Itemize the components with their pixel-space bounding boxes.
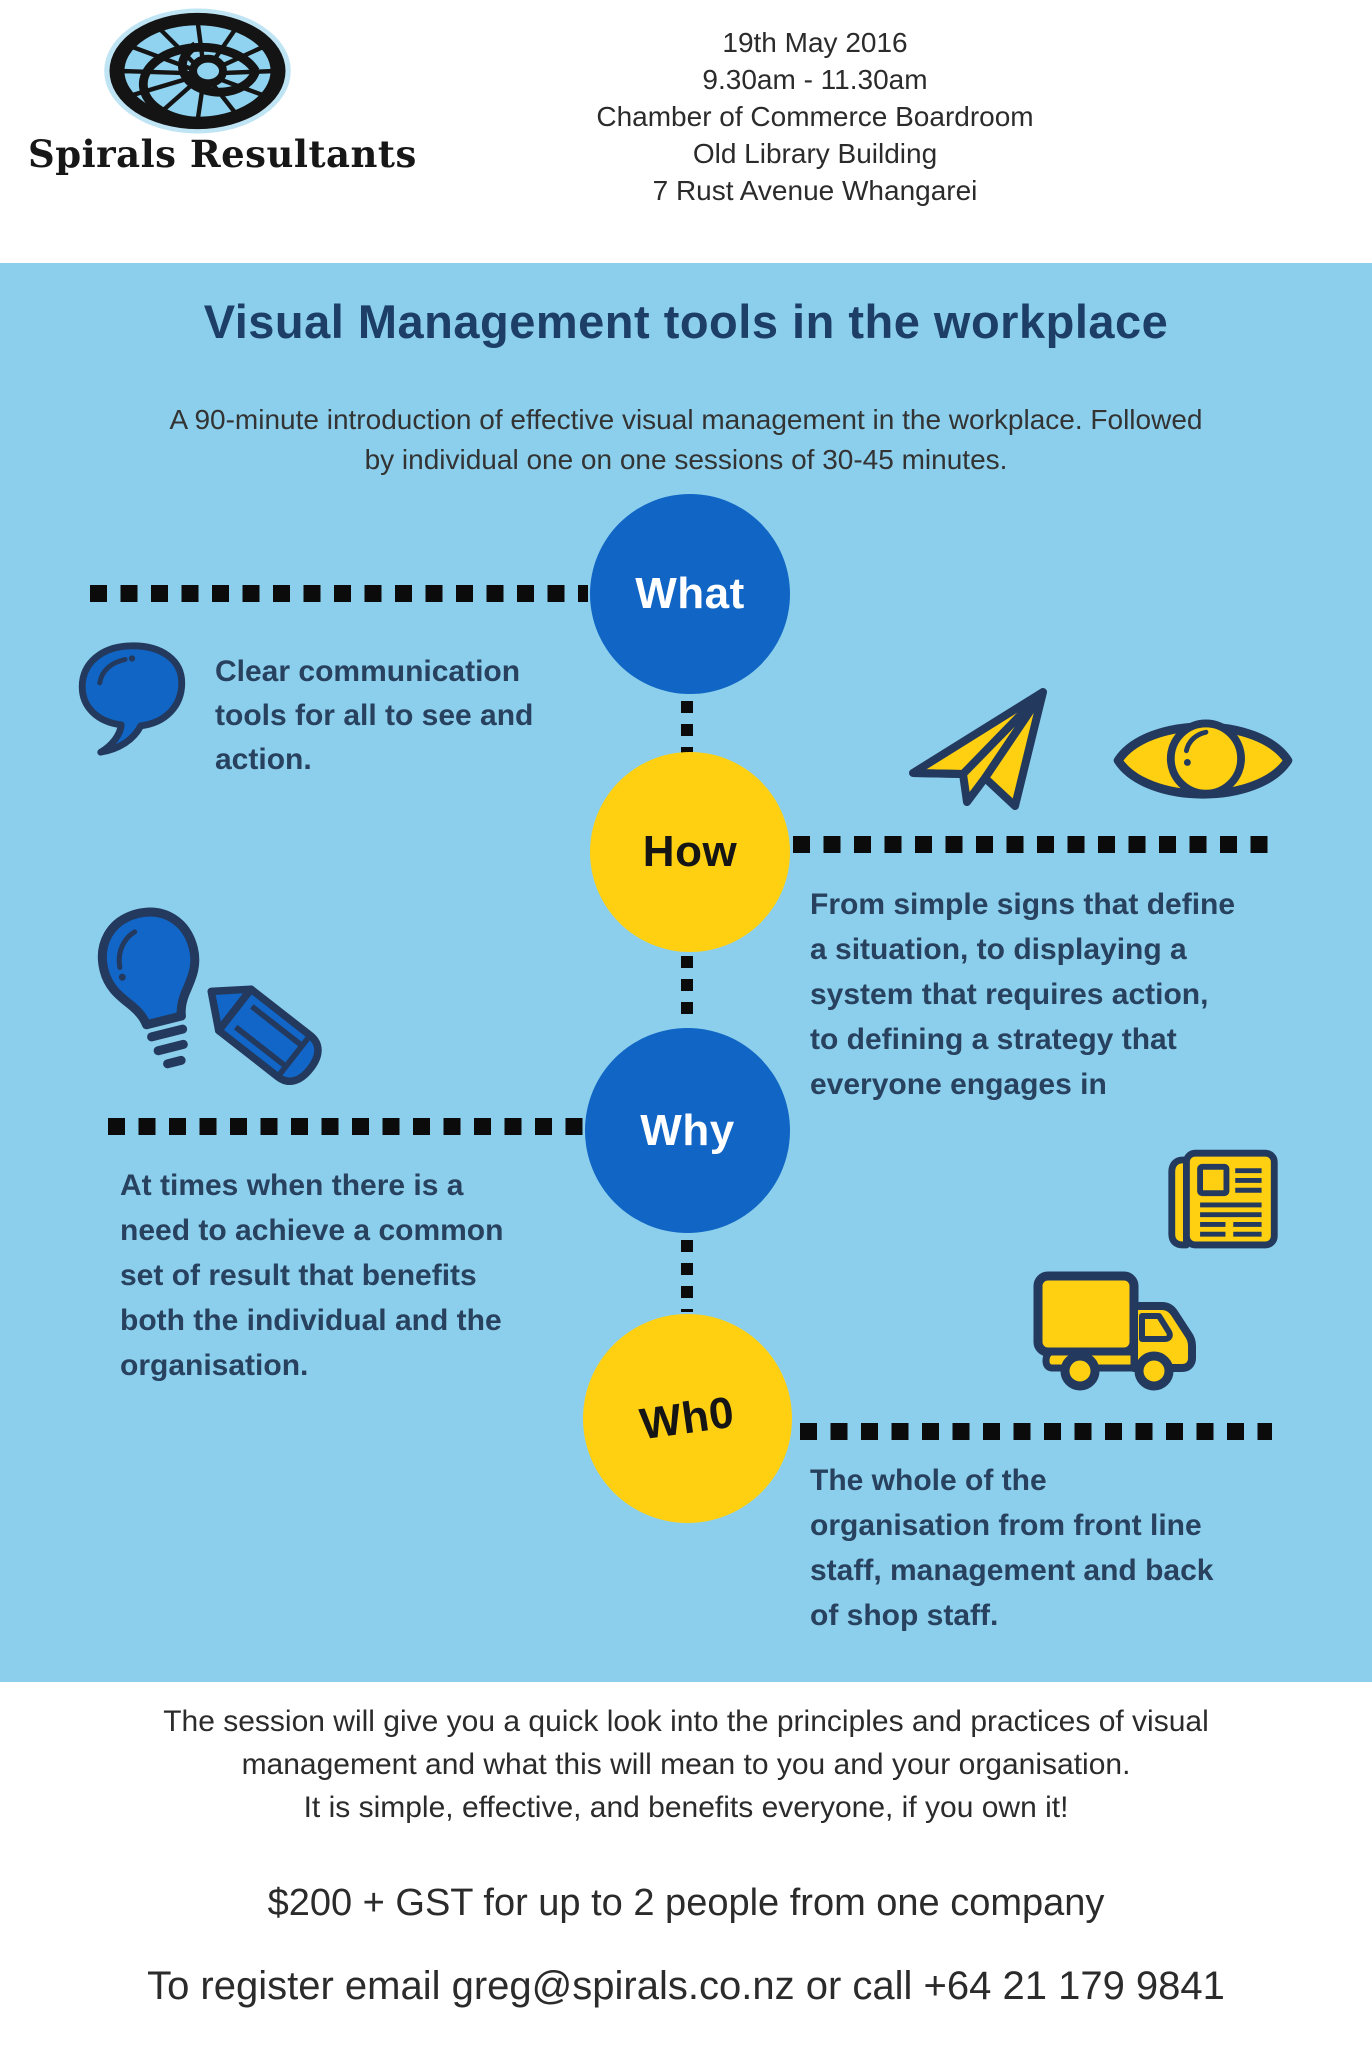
subtitle-line-2: by individual one on one sessions of 30-… xyxy=(364,444,1008,475)
speech-bubble-icon xyxy=(78,642,186,756)
event-building: Old Library Building xyxy=(692,138,938,169)
dotted-line-how xyxy=(793,836,1271,853)
circle-who-label: Wh0 xyxy=(637,1387,738,1449)
dotted-line-who xyxy=(800,1423,1272,1440)
what-description: Clear communication tools for all to see… xyxy=(215,655,534,776)
summary-line-3: It is simple, effective, and benefits ev… xyxy=(303,1791,1069,1824)
circle-how-label: How xyxy=(642,827,738,876)
price-line: $200 + GST for up to 2 people from one c… xyxy=(267,1882,1105,1924)
who-description: The whole of the organisation from front… xyxy=(810,1464,1214,1632)
dotted-line-what xyxy=(90,585,588,602)
eye-icon xyxy=(1113,719,1293,799)
circle-who: Wh0 xyxy=(583,1314,792,1523)
dotted-line-why xyxy=(108,1118,586,1135)
circle-why-label: Why xyxy=(640,1105,735,1155)
circle-how: How xyxy=(590,752,790,952)
summary-line-1: The session will give you a quick look i… xyxy=(163,1705,1209,1738)
how-description: From simple signs that define a situatio… xyxy=(810,888,1236,1101)
subtitle-line-1: A 90-minute introduction of effective vi… xyxy=(169,404,1203,435)
event-info: 19th May 2016 9.30am - 11.30am Chamber o… xyxy=(560,24,1070,209)
newspaper-icon xyxy=(1168,1149,1278,1249)
brand-name: Spirals Resultants xyxy=(28,132,417,176)
connector-what-how xyxy=(681,701,693,753)
delivery-truck-icon xyxy=(1033,1271,1196,1391)
event-time: 9.30am - 11.30am xyxy=(702,64,928,95)
why-description: At times when there is a need to achieve… xyxy=(120,1169,504,1382)
page-title: Visual Management tools in the workplace xyxy=(203,295,1169,348)
circle-what-label: What xyxy=(635,569,745,618)
connector-how-why xyxy=(681,956,693,1024)
pencil-icon xyxy=(207,985,322,1085)
event-venue: Chamber of Commerce Boardroom xyxy=(596,101,1034,132)
circle-what: What xyxy=(590,494,790,694)
paper-plane-icon xyxy=(909,688,1047,810)
register-line: To register email greg@spirals.co.nz or … xyxy=(147,1964,1225,2008)
event-address: 7 Rust Avenue Whangarei xyxy=(652,175,978,206)
spiral-shell-logo-icon xyxy=(104,8,291,134)
connector-why-who xyxy=(681,1240,693,1312)
summary-line-2: management and what this will mean to yo… xyxy=(241,1748,1131,1781)
circle-why: Why xyxy=(585,1028,790,1233)
lightbulb-icon xyxy=(97,907,200,1069)
event-date: 19th May 2016 xyxy=(722,27,908,58)
